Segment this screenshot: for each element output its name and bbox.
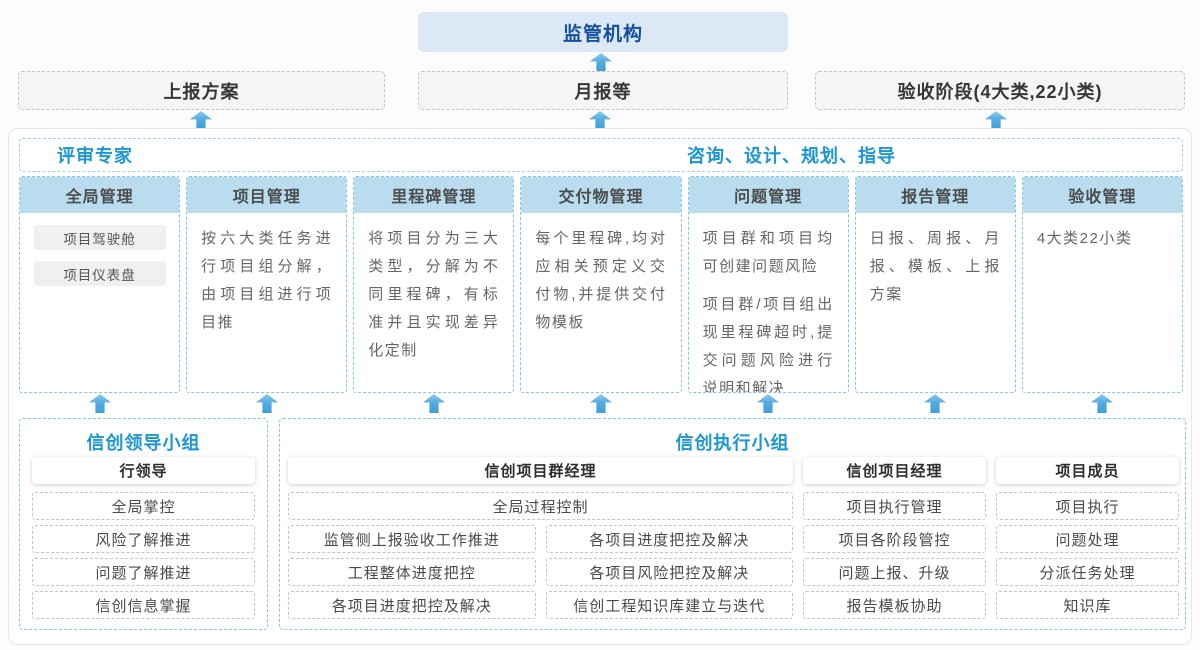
column-header: 验收管理: [1022, 177, 1182, 213]
column-text: 日报、周报、月报、模板、上报方案: [869, 230, 1001, 303]
list-item: 信创工程知识库建立与迭代: [545, 591, 793, 619]
column-header: 项目管理: [187, 177, 347, 213]
column-project-management: 项目管理 按六大类任务进行项目组分解，由项目组进行项目推: [186, 176, 348, 393]
column-milestone-management: 里程碑管理 将项目分为三大类型，分解为不同里程碑，有标准并且实现差异化定制: [353, 176, 515, 393]
list-item: 监管侧上报验收工作推进: [288, 525, 536, 553]
up-arrow-icon: [924, 394, 946, 413]
list-item: 分派任务处理: [996, 558, 1179, 586]
column-header: 问题管理: [688, 177, 848, 213]
role-bank-leaders: 行领导: [32, 457, 255, 484]
up-arrow-icon: [256, 394, 278, 413]
up-arrow-icon: [590, 394, 612, 413]
column-header: 报告管理: [855, 177, 1015, 213]
leadership-group-title: 信创领导小组: [86, 433, 201, 453]
up-arrow-icon: [590, 53, 612, 72]
list-item: 各项目进度把控及解决: [545, 525, 793, 553]
column-header: 里程碑管理: [354, 177, 514, 213]
capability-columns: 全局管理 项目驾驶舱 项目仪表盘 项目管理 按六大类任务进行项目组分解，由项目组…: [19, 176, 1183, 393]
review-experts-title: 评审专家: [57, 146, 133, 166]
column-report-management: 报告管理 日报、周报、月报、模板、上报方案: [854, 176, 1016, 393]
channel-acceptance-stage: 验收阶段(4大类,22小类): [815, 71, 1185, 110]
list-item: 工程整体进度把控: [288, 558, 536, 586]
consult-design-title: 咨询、设计、规划、指导: [687, 146, 896, 166]
column-text: 将项目分为三大类型，分解为不同里程碑，有标准并且实现差异化定制: [368, 230, 500, 359]
list-item: 问题处理: [996, 525, 1179, 553]
list-item: 报告模板协助: [803, 591, 986, 619]
project-member-section: 项目成员 项目执行 问题处理 分派任务处理 知识库: [996, 457, 1179, 624]
role-program-manager: 信创项目群经理: [288, 457, 793, 484]
column-header: 全局管理: [20, 177, 180, 213]
list-item: 全局掌控: [32, 492, 255, 520]
column-text: 按六大类任务进行项目组分解，由项目组进行项目推: [201, 230, 333, 331]
list-item: 各项目进度把控及解决: [288, 591, 536, 619]
project-manager-section: 信创项目经理 项目执行管理 项目各阶段管控 问题上报、升级 报告模板协助: [803, 457, 986, 624]
column-text: 4大类22小类: [1036, 230, 1133, 247]
column-issue-management: 问题管理 项目群和项目均可创建问题风险 项目群/项目组出现里程碑超时,提交问题风…: [687, 176, 849, 393]
channel-report-plan: 上报方案: [18, 71, 385, 110]
execution-group: 信创执行小组 信创项目群经理 全局过程控制 监管侧上报验收工作推进 各项目进度把…: [279, 418, 1186, 630]
list-item: 项目各阶段管控: [803, 525, 986, 553]
list-item: 问题了解推进: [32, 558, 255, 586]
list-item: 各项目风险把控及解决: [545, 558, 793, 586]
execution-group-title: 信创执行小组: [675, 433, 790, 453]
up-arrow-icon: [89, 394, 111, 413]
list-item: 全局过程控制: [288, 492, 793, 520]
channel-monthly-report: 月报等: [418, 71, 788, 110]
list-item: 项目执行: [996, 492, 1179, 520]
list-item: 项目执行管理: [803, 492, 986, 520]
regulator-box: 监管机构: [418, 12, 788, 52]
chip-project-cockpit: 项目驾驶舱: [33, 225, 166, 250]
list-item: 知识库: [996, 591, 1179, 619]
column-header: 交付物管理: [521, 177, 681, 213]
column-text: 项目群和项目均可创建问题风险: [702, 230, 834, 275]
program-manager-section: 信创项目群经理 全局过程控制 监管侧上报验收工作推进 各项目进度把控及解决 工程…: [288, 457, 793, 624]
role-project-manager: 信创项目经理: [803, 457, 986, 484]
up-arrow-icon: [1091, 394, 1113, 413]
advisor-header: 评审专家 咨询、设计、规划、指导: [19, 138, 1183, 172]
column-acceptance-management: 验收管理 4大类22小类: [1021, 176, 1183, 393]
column-text: 每个里程碑,均对应相关预定义交付物,并提供交付物模板: [535, 230, 667, 331]
up-arrow-icon: [757, 394, 779, 413]
column-global-management: 全局管理 项目驾驶舱 项目仪表盘: [19, 176, 181, 393]
list-item: 信创信息掌握: [32, 591, 255, 619]
up-arrow-icon: [423, 394, 445, 413]
role-project-member: 项目成员: [996, 457, 1179, 484]
chip-project-dashboard: 项目仪表盘: [33, 261, 166, 286]
column-text: 项目群/项目组出现里程碑超时,提交问题风险进行说明和解决: [702, 296, 834, 393]
list-item: 问题上报、升级: [803, 558, 986, 586]
list-item: 风险了解推进: [32, 525, 255, 553]
leadership-group: 信创领导小组 行领导 全局掌控 风险了解推进 问题了解推进 信创信息掌握: [19, 418, 268, 630]
column-deliverable-management: 交付物管理 每个里程碑,均对应相关预定义交付物,并提供交付物模板: [520, 176, 682, 393]
main-panel: 评审专家 咨询、设计、规划、指导 全局管理 项目驾驶舱 项目仪表盘 项目管理 按…: [8, 128, 1192, 645]
